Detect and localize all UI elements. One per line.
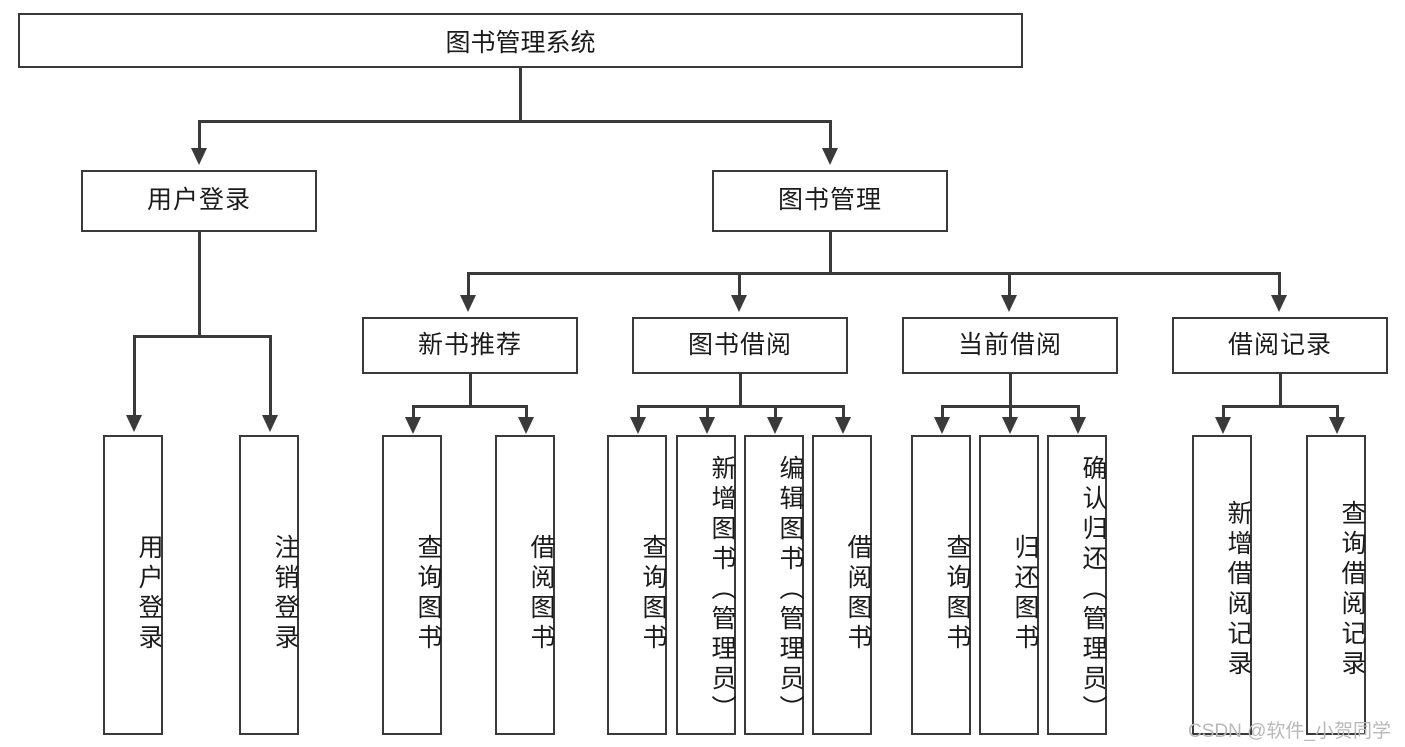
node-new-book-recommend[interactable]: 新书推荐 (362, 317, 578, 374)
watermark: CSDN @软件_小贺同学 (1188, 721, 1391, 742)
connector-level3-drop-1 (467, 272, 470, 297)
leaf-borrow-book-recommend[interactable]: 借阅图书 (495, 435, 555, 735)
connector-borrow-record-drop-1 (1222, 405, 1225, 419)
leaf-add-book-admin[interactable]: 新增图书（管理员） (676, 435, 736, 735)
connector-level3-bus (467, 272, 1278, 275)
connector-user-login-leaf2-drop (269, 335, 272, 417)
leaf-query-borrow-record[interactable]: 查询借阅记录 (1306, 435, 1366, 735)
connector-root-down (519, 68, 522, 120)
connector-current-borrow-drop-2 (1009, 405, 1012, 419)
connector-user-login-down (198, 232, 201, 335)
connector-user-login-bus (133, 335, 271, 338)
connector-new-book-bus (412, 405, 528, 408)
node-root-book-management-system[interactable]: 图书管理系统 (18, 13, 1023, 68)
connector-book-borrow-down (739, 374, 742, 405)
node-label: 查询借阅记录 (1338, 500, 1366, 680)
arrow-to-leaf-user-login (126, 415, 142, 432)
connector-user-login-leaf1-drop (133, 335, 136, 417)
connector-book-management-down (829, 232, 832, 272)
arrow-to-leaf-confirm-return (1070, 417, 1086, 434)
node-label: 新增图书（管理员） (708, 455, 736, 725)
node-label: 用户登录 (146, 186, 251, 215)
connector-level2-bus (198, 120, 831, 123)
connector-current-borrow-drop-1 (941, 405, 944, 419)
node-label: 确认归还（管理员） (1079, 455, 1107, 725)
node-book-borrow[interactable]: 图书借阅 (632, 317, 848, 374)
node-label: 查询图书 (943, 534, 971, 654)
leaf-borrow-book[interactable]: 借阅图书 (812, 435, 872, 735)
node-label: 编辑图书（管理员） (776, 455, 804, 725)
leaf-confirm-return-admin[interactable]: 确认归还（管理员） (1047, 435, 1107, 735)
arrow-to-leaf-add-book (699, 417, 715, 434)
connector-new-book-drop-2 (525, 405, 528, 419)
arrow-to-new-book-recommend (460, 295, 476, 312)
node-label: 图书管理 (777, 186, 882, 215)
node-user-login[interactable]: 用户登录 (81, 170, 317, 232)
arrow-to-leaf-borrow-book-2 (835, 417, 851, 434)
leaf-query-book-current[interactable]: 查询图书 (911, 435, 971, 735)
leaf-edit-book-admin[interactable]: 编辑图书（管理员） (744, 435, 804, 735)
connector-new-book-down (469, 374, 472, 405)
node-label: 借阅图书 (527, 534, 555, 654)
arrow-to-leaf-logout (262, 415, 278, 432)
arrow-to-book-management (822, 148, 838, 165)
node-label: 图书管理系统 (445, 28, 596, 57)
arrow-to-leaf-query-record (1329, 417, 1345, 434)
node-label: 借阅记录 (1227, 330, 1332, 359)
node-book-management[interactable]: 图书管理 (712, 170, 948, 232)
arrow-to-borrow-record (1271, 295, 1287, 312)
node-label: 借阅图书 (844, 534, 872, 654)
arrow-to-user-login (191, 148, 207, 165)
connector-level3-drop-3 (1008, 272, 1011, 297)
connector-borrow-record-drop-2 (1336, 405, 1339, 419)
arrow-to-leaf-edit-book (767, 417, 783, 434)
arrow-to-leaf-query-book-3 (934, 417, 950, 434)
connector-new-book-drop-1 (412, 405, 415, 419)
node-label: 新书推荐 (417, 330, 522, 359)
connector-book-borrow-bus (637, 405, 843, 408)
arrow-to-current-borrow (1001, 295, 1017, 312)
connector-level3-drop-2 (738, 272, 741, 297)
leaf-return-book[interactable]: 归还图书 (979, 435, 1039, 735)
connector-book-borrow-drop-4 (842, 405, 845, 419)
node-label: 用户登录 (135, 534, 163, 654)
node-label: 查询图书 (414, 534, 442, 654)
connector-level2-right-drop (829, 120, 832, 150)
connector-level3-drop-4 (1278, 272, 1281, 297)
node-current-borrow[interactable]: 当前借阅 (902, 317, 1118, 374)
connector-borrow-record-down (1279, 374, 1282, 405)
node-label: 归还图书 (1011, 534, 1039, 654)
connector-level2-left-drop (198, 120, 201, 150)
node-label: 新增借阅记录 (1224, 500, 1252, 680)
leaf-query-book-borrow[interactable]: 查询图书 (607, 435, 667, 735)
arrow-to-leaf-add-record (1215, 417, 1231, 434)
leaf-add-borrow-record[interactable]: 新增借阅记录 (1192, 435, 1252, 735)
leaf-user-login[interactable]: 用户登录 (103, 435, 163, 735)
arrow-to-leaf-query-book-2 (630, 417, 646, 434)
node-label: 注销登录 (271, 534, 299, 654)
arrow-to-leaf-return-book (1002, 417, 1018, 434)
connector-current-borrow-drop-3 (1077, 405, 1080, 419)
arrow-to-leaf-borrow-book-1 (518, 417, 534, 434)
leaf-logout[interactable]: 注销登录 (239, 435, 299, 735)
connector-book-borrow-drop-1 (637, 405, 640, 419)
connector-borrow-record-bus (1222, 405, 1338, 408)
arrow-to-book-borrow (731, 295, 747, 312)
connector-book-borrow-drop-3 (774, 405, 777, 419)
arrow-to-leaf-query-book-1 (405, 417, 421, 434)
leaf-query-book-recommend[interactable]: 查询图书 (382, 435, 442, 735)
connector-current-borrow-down (1009, 374, 1012, 405)
connector-book-borrow-drop-2 (706, 405, 709, 419)
node-label: 图书借阅 (687, 330, 792, 359)
node-borrow-record[interactable]: 借阅记录 (1172, 317, 1388, 374)
node-label: 当前借阅 (957, 330, 1062, 359)
node-label: 查询图书 (639, 534, 667, 654)
